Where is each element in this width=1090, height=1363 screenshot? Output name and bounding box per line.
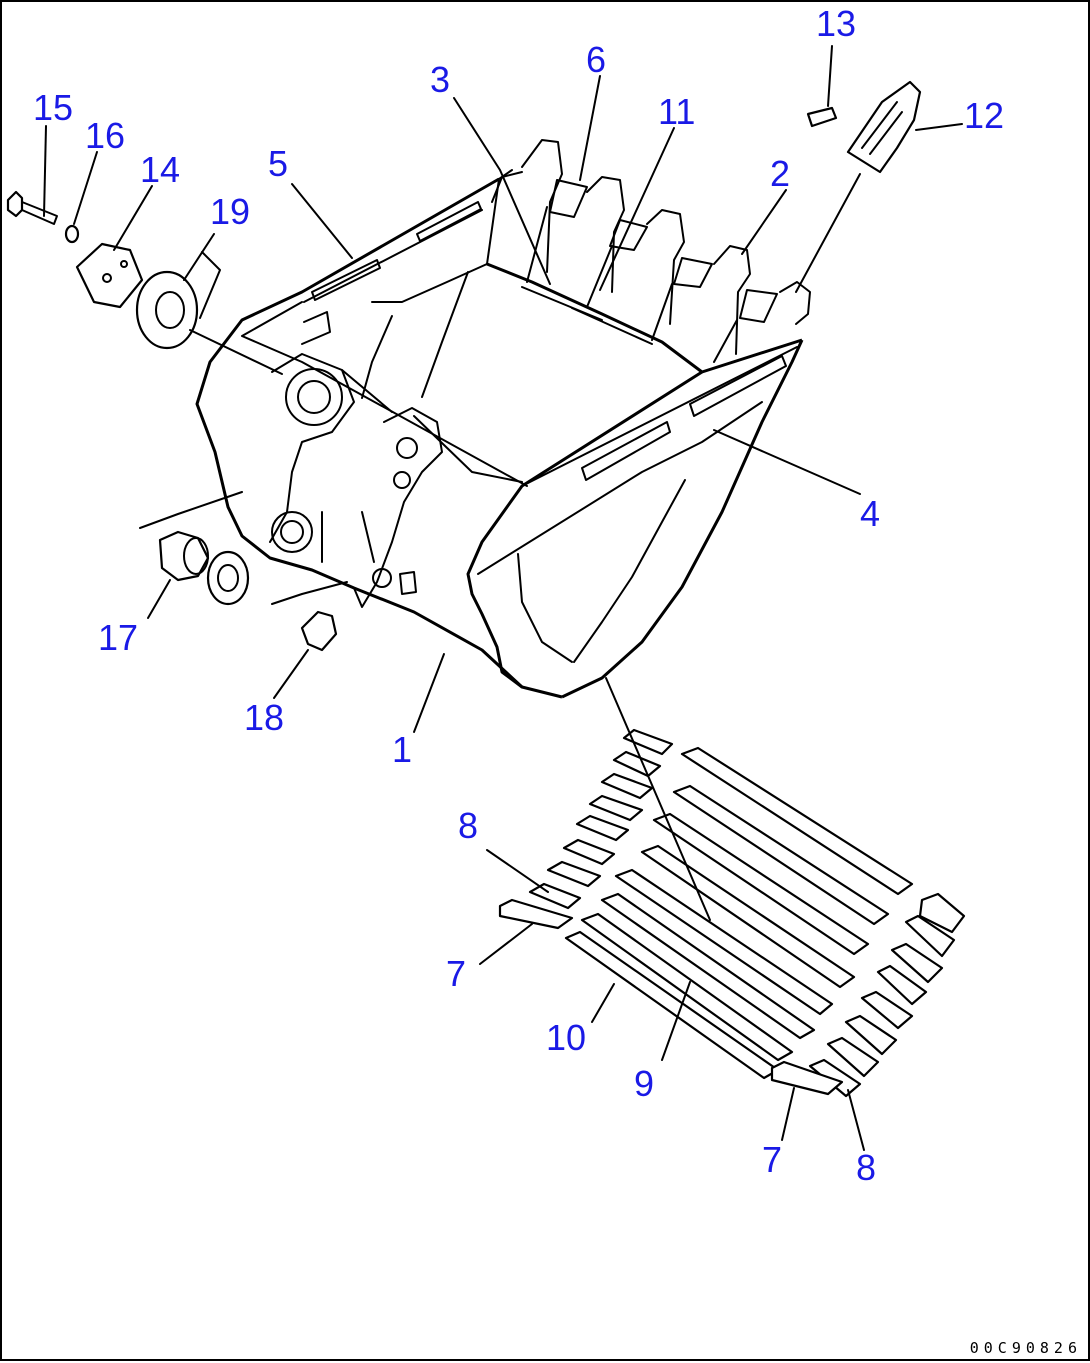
callout-6: 6 xyxy=(586,39,607,80)
bucket-body xyxy=(195,169,804,699)
callout-15: 15 xyxy=(33,87,74,128)
callout-2: 2 xyxy=(770,153,791,194)
callout-8-right: 8 xyxy=(856,1147,877,1188)
callout-19: 19 xyxy=(210,191,251,232)
tooth-point xyxy=(806,80,922,174)
callout-1: 1 xyxy=(392,729,413,770)
callout-16: 16 xyxy=(85,115,126,156)
bucket-teeth-row xyxy=(491,139,811,363)
callout-9: 9 xyxy=(634,1063,655,1104)
callout-13: 13 xyxy=(816,3,857,44)
callout-12: 12 xyxy=(964,95,1005,136)
callout-10: 10 xyxy=(546,1017,587,1058)
callout-7-right: 7 xyxy=(762,1139,783,1180)
callout-7-left: 7 xyxy=(446,953,467,994)
wear-plates xyxy=(498,728,966,1098)
drawing-code: 00C90826 xyxy=(969,1339,1082,1357)
leader-lines xyxy=(43,45,963,1151)
callout-3: 3 xyxy=(430,59,451,100)
callout-8-left: 8 xyxy=(458,805,479,846)
pin-hardware xyxy=(6,190,348,652)
callout-5: 5 xyxy=(268,143,289,184)
callout-11: 11 xyxy=(658,91,696,132)
callout-18: 18 xyxy=(244,697,285,738)
callout-17: 17 xyxy=(98,617,139,658)
callout-4: 4 xyxy=(860,493,881,534)
callout-14: 14 xyxy=(140,149,181,190)
